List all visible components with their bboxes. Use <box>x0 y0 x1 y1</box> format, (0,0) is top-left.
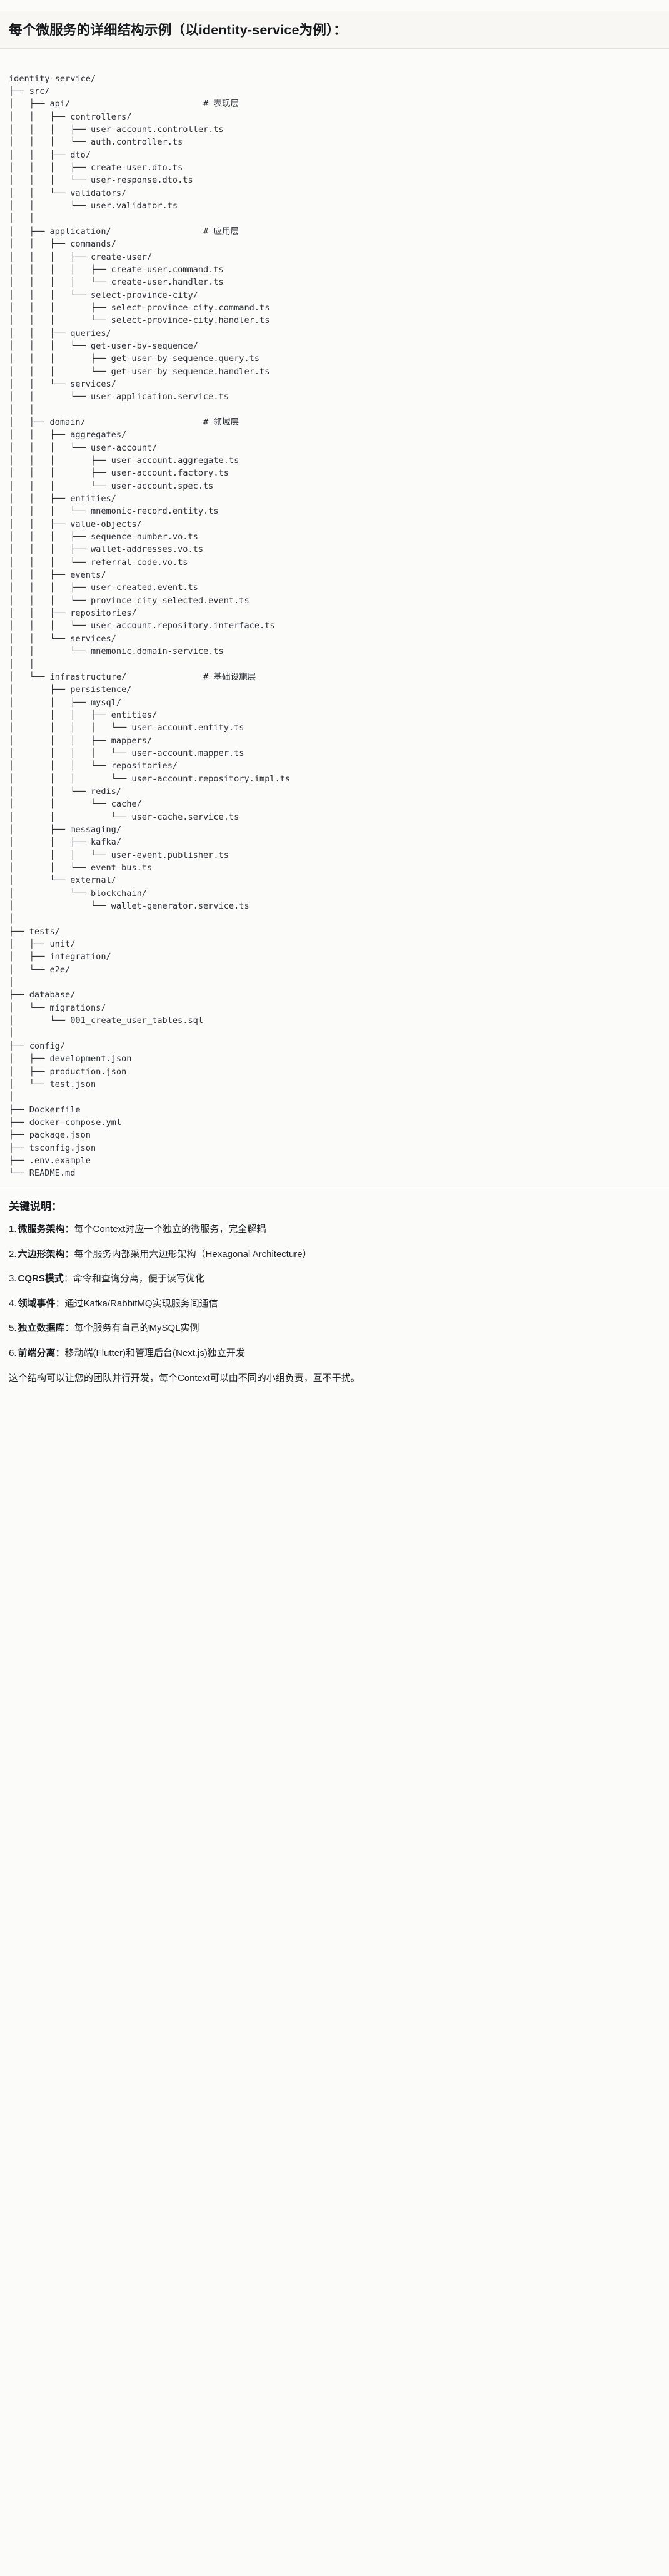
key-note-term: 六边形架构 <box>18 1248 65 1260</box>
page-title: 每个微服务的详细结构示例（以identity-service为例）： <box>0 11 669 49</box>
directory-tree: identity-service/ ├── src/ │ ├── api/ # … <box>9 73 291 1179</box>
key-note-item: 5.独立数据库：每个服务有自己的MySQL实例 <box>9 1321 660 1336</box>
key-note-body: 前端分离：移动端(Flutter)和管理后台(Next.js)独立开发 <box>18 1347 245 1361</box>
key-note-text: 每个服务内部采用六边形架构（Hexagonal Architecture） <box>74 1248 312 1260</box>
key-note-number: 1. <box>9 1224 17 1235</box>
key-notes-title: 关键说明： <box>9 1200 62 1213</box>
key-note-item: 3.CQRS模式：命令和查询分离，便于读写优化 <box>9 1272 660 1286</box>
key-note-text: 移动端(Flutter)和管理后台(Next.js)独立开发 <box>64 1347 245 1358</box>
key-note-number: 4. <box>9 1298 17 1309</box>
document-page: 每个微服务的详细结构示例（以identity-service为例）： ident… <box>0 11 669 1395</box>
key-note-number: 3. <box>9 1273 17 1285</box>
key-note-item: 1.微服务架构：每个Context对应一个独立的微服务，完全解耦 <box>9 1223 660 1237</box>
key-note-body: CQRS模式：命令和查询分离，便于读写优化 <box>18 1272 204 1286</box>
key-note-body: 六边形架构：每个服务内部采用六边形架构（Hexagonal Architectu… <box>18 1248 312 1262</box>
key-note-text: 每个服务有自己的MySQL实例 <box>74 1323 199 1334</box>
key-note-term: 独立数据库 <box>18 1323 65 1334</box>
key-note-separator: ： <box>64 1248 74 1260</box>
key-note-item: 6.前端分离：移动端(Flutter)和管理后台(Next.js)独立开发 <box>9 1347 660 1361</box>
key-note-separator: ： <box>55 1347 65 1358</box>
key-note-term: 前端分离 <box>18 1347 56 1358</box>
key-note-text: 命令和查询分离，便于读写优化 <box>73 1273 204 1285</box>
key-note-separator: ： <box>55 1298 65 1309</box>
key-note-number: 5. <box>9 1323 17 1334</box>
key-note-term: 领域事件 <box>18 1298 56 1309</box>
key-note-number: 6. <box>9 1347 17 1358</box>
directory-tree-block: identity-service/ ├── src/ │ ├── api/ # … <box>0 59 669 1189</box>
key-note-body: 领域事件：通过Kafka/RabbitMQ实现服务间通信 <box>18 1297 218 1311</box>
key-note-body: 独立数据库：每个服务有自己的MySQL实例 <box>18 1321 199 1336</box>
key-note-body: 微服务架构：每个Context对应一个独立的微服务，完全解耦 <box>18 1223 266 1237</box>
key-note-separator: ： <box>64 1224 74 1235</box>
key-note-separator: ： <box>63 1273 73 1285</box>
key-note-item: 4.领域事件：通过Kafka/RabbitMQ实现服务间通信 <box>9 1297 660 1311</box>
key-note-number: 2. <box>9 1248 17 1260</box>
key-note-term: 微服务架构 <box>18 1224 65 1235</box>
key-note-term: CQRS模式 <box>18 1273 64 1285</box>
key-note-text: 每个Context对应一个独立的微服务，完全解耦 <box>74 1224 266 1235</box>
key-note-separator: ： <box>64 1323 74 1334</box>
key-note-text: 通过Kafka/RabbitMQ实现服务间通信 <box>64 1298 218 1309</box>
key-note-item: 2.六边形架构：每个服务内部采用六边形架构（Hexagonal Architec… <box>9 1248 660 1262</box>
key-notes-footer: 这个结构可以让您的团队并行开发，每个Context可以由不同的小组负责，互不干扰… <box>9 1373 360 1384</box>
